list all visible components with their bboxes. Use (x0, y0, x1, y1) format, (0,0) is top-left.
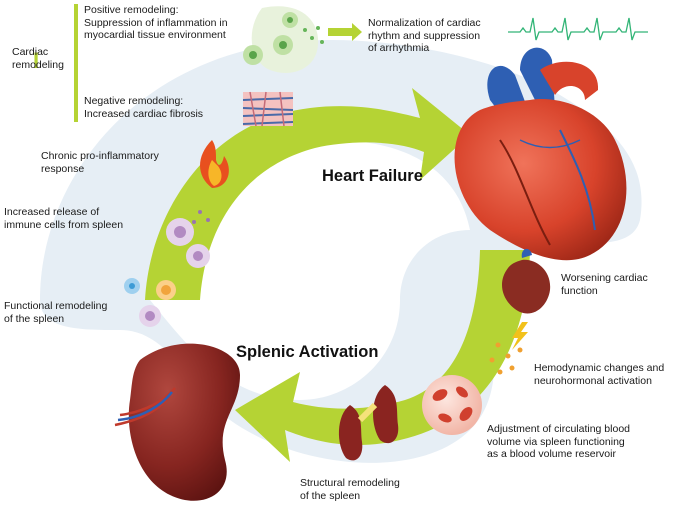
inhibit-symbol: I (33, 48, 40, 73)
remodeling-bar (74, 4, 78, 122)
label-positive-remodeling: Positive remodeling: Suppression of infl… (84, 4, 228, 41)
spleen-icon (114, 343, 240, 501)
title-splenic-activation: Splenic Activation (236, 343, 379, 361)
label-functional-remodeling: Functional remodeling of the spleen (4, 300, 108, 325)
immune-cells-icon (124, 210, 210, 327)
title-heart-failure: Heart Failure (322, 167, 423, 185)
label-negative-remodeling: Negative remodeling: Increased cardiac f… (84, 95, 204, 120)
label-immune-release: Increased release of immune cells from s… (4, 206, 124, 231)
label-worsening-function: Worsening cardiac function (561, 272, 648, 297)
arrow-to-normalization (328, 23, 362, 41)
hormone-dots-icon (489, 342, 523, 375)
small-spleen-icon (338, 385, 399, 461)
label-normalization: Normalization of cardiac rhythm and supp… (368, 17, 481, 54)
label-cardiac-remodeling: Cardiac remodeling (12, 46, 64, 71)
fibrosis-tissue-icon (242, 91, 294, 127)
small-heart-icon (501, 248, 551, 314)
label-chronic-inflammation: Chronic pro-inflammatory response (41, 150, 159, 175)
label-structural-remodeling: Structural remodeling of the spleen (300, 477, 400, 502)
blood-cells-icon (422, 375, 482, 435)
anti-inflammatory-cells-icon (243, 6, 324, 73)
arrow-spleen-to-heart (145, 88, 470, 300)
heart-icon (454, 47, 627, 261)
label-blood-volume: Adjustment of circulating blood volume v… (487, 423, 630, 460)
label-hemodynamic: Hemodynamic changes and neurohormonal ac… (534, 362, 665, 387)
ecg-trace-icon (508, 17, 648, 41)
lightning-icon (512, 322, 528, 350)
fire-icon (200, 140, 229, 188)
